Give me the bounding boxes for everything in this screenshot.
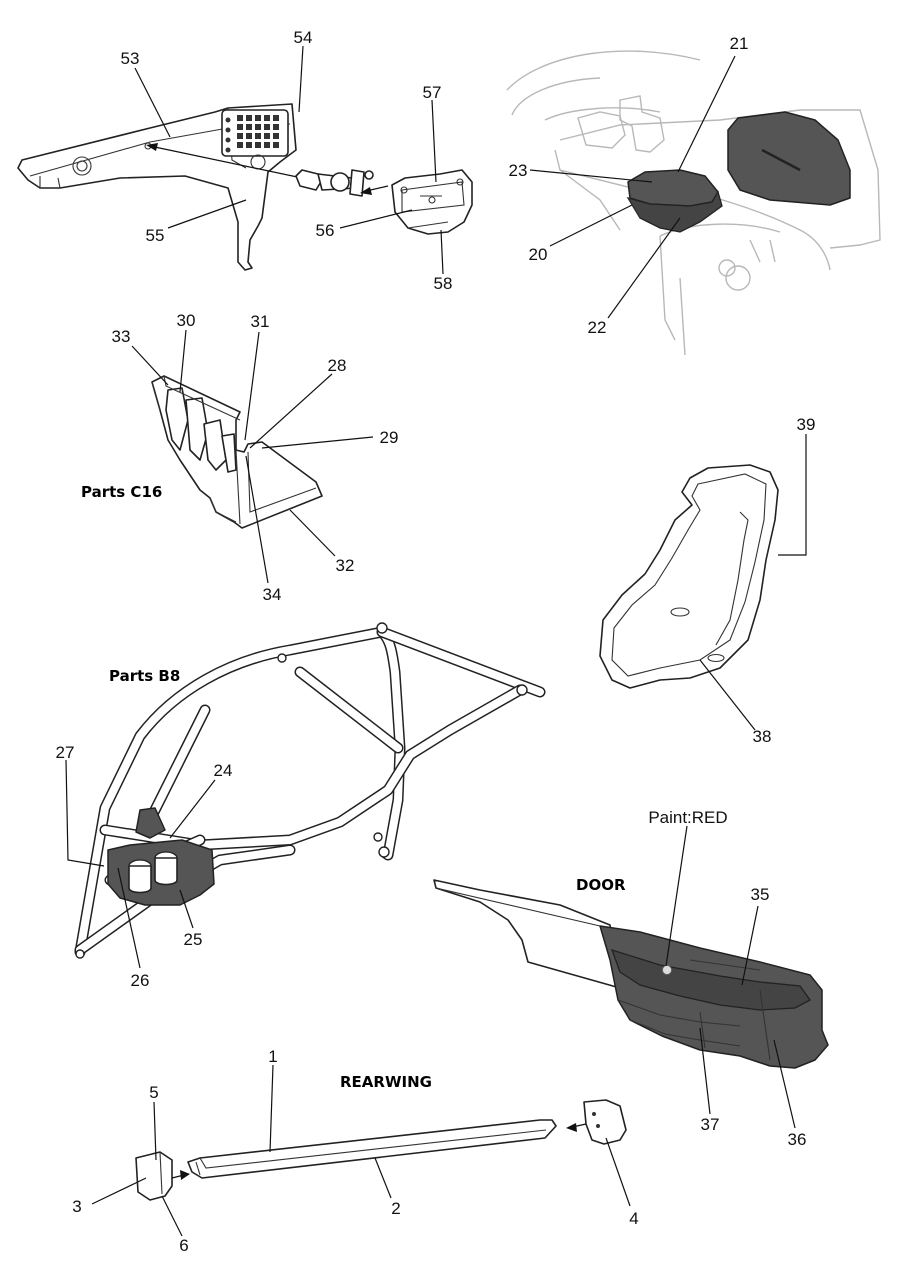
door-shell — [433, 879, 621, 989]
label-4: 4 — [629, 1209, 638, 1228]
label-5: 5 — [149, 1083, 158, 1102]
roll-cage-tubes — [74, 626, 546, 958]
steering-wheel-part-57-58 — [391, 169, 473, 235]
label-21: 21 — [730, 34, 749, 53]
label-58: 58 — [434, 274, 453, 293]
label-2: 2 — [391, 1199, 400, 1218]
label-53: 53 — [121, 49, 140, 68]
label-35: 35 — [751, 885, 770, 904]
label-57: 57 — [423, 83, 442, 102]
label-54: 54 — [294, 28, 313, 47]
label-6: 6 — [179, 1236, 188, 1255]
label-1: 1 — [268, 1047, 277, 1066]
title-rearwing: REARWING — [340, 1073, 432, 1091]
roll-cage-assembly: 27 24 25 26 Parts B8 — [56, 622, 546, 990]
pad-part-23 — [627, 169, 719, 207]
seat-mount-part-24 — [135, 807, 166, 839]
rear-wing-assembly: 1 2 5 3 6 4 REARWING — [72, 1047, 638, 1255]
title-parts-c16: Parts C16 — [81, 483, 162, 501]
label-36: 36 — [788, 1130, 807, 1149]
title-parts-b8: Parts B8 — [109, 667, 180, 685]
seat-assembly: 39 38 — [599, 415, 816, 746]
endplate-part-3-5-6 — [135, 1151, 173, 1201]
label-27: 27 — [56, 743, 75, 762]
rear-body-assembly: 21 23 20 22 — [506, 34, 881, 356]
door-assembly: Paint:RED 35 37 36 DOOR — [433, 808, 829, 1149]
label-26: 26 — [131, 971, 150, 990]
label-39: 39 — [797, 415, 816, 434]
paint-note: Paint:RED — [648, 808, 727, 827]
label-33: 33 — [112, 327, 131, 346]
label-23: 23 — [509, 161, 528, 180]
floor-pad-right — [727, 111, 851, 206]
label-31: 31 — [251, 312, 270, 331]
label-38: 38 — [753, 727, 772, 746]
title-door: DOOR — [576, 876, 626, 894]
endplate-part-4 — [583, 1099, 627, 1145]
gauge-grid — [225, 115, 279, 153]
label-20: 20 — [529, 245, 548, 264]
label-28: 28 — [328, 356, 347, 375]
label-22: 22 — [588, 318, 607, 337]
label-29: 29 — [380, 428, 399, 447]
steering-column-part-56 — [295, 169, 374, 197]
parts-c16-assembly: 33 30 31 28 29 32 34 Parts C16 — [81, 311, 398, 604]
label-24: 24 — [214, 761, 233, 780]
label-56: 56 — [316, 221, 335, 240]
label-3: 3 — [72, 1197, 81, 1216]
label-55: 55 — [146, 226, 165, 245]
label-25: 25 — [184, 930, 203, 949]
label-34: 34 — [263, 585, 282, 604]
dashboard-assembly: 53 54 55 56 57 58 — [17, 28, 473, 293]
label-37: 37 — [701, 1115, 720, 1134]
label-30: 30 — [177, 311, 196, 330]
pad-part-22 — [626, 190, 723, 233]
label-32: 32 — [336, 556, 355, 575]
